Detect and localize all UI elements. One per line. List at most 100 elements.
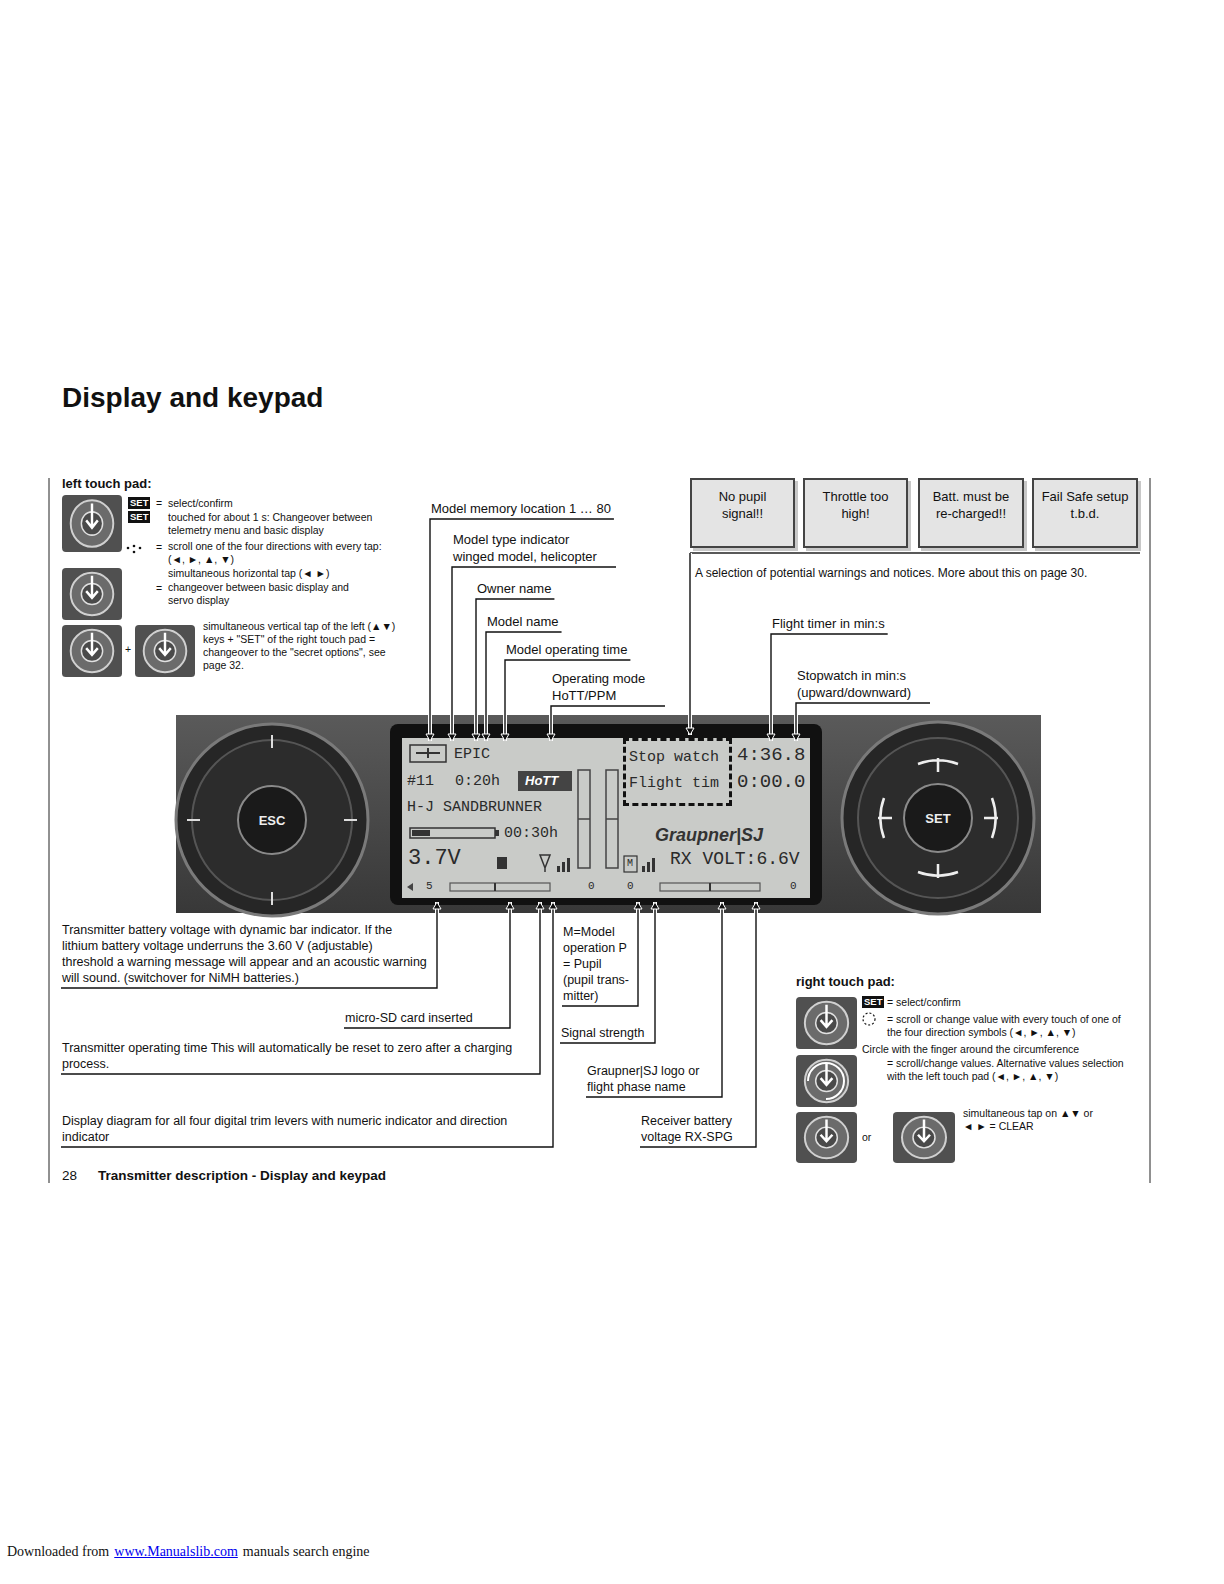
callout-text: Model operating time (506, 641, 627, 658)
lcd-graphics (416, 748, 440, 758)
callout-text: A selection of potential warnings and no… (695, 565, 1087, 581)
leader-halo (61, 902, 437, 988)
lcd-graphics (606, 770, 618, 868)
timer-highlight-box: Stop watchFlight tim (623, 738, 732, 806)
leader-halo (688, 553, 692, 735)
touch-pad-icon (62, 495, 122, 552)
lcd-graphics (494, 883, 496, 891)
transmitter-panel (192, 740, 352, 900)
transmitter-panel (842, 722, 1034, 914)
callout-text: Stopwatch in min:s (upward/downward) (797, 667, 927, 701)
equals-sign: = (156, 541, 162, 554)
node-text: Flight tim (629, 771, 729, 797)
lcd-graphics (567, 858, 570, 872)
leader-line (796, 703, 930, 741)
lcd-graphics (624, 856, 637, 872)
lcd-graphics (495, 830, 499, 836)
transmitter-panel (271, 735, 273, 748)
hott-logo: HoTT (525, 772, 558, 790)
watermark-link: www.Manualslib.com (114, 1543, 238, 1560)
watermark: manuals search engine (243, 1543, 370, 1560)
transmitter-panel (344, 819, 357, 821)
callout-text: Graupner|SJ logo or flight phase name (587, 1063, 717, 1095)
set-badge: SET (128, 511, 150, 523)
touch-pad-icon (62, 625, 122, 677)
lcd-text: RX VOLT:6.6V (670, 848, 800, 870)
warning-box: Throttle too high! (803, 478, 908, 548)
callout-text: Flight timer in min:s (772, 615, 885, 632)
instruction-text: or (862, 1131, 871, 1144)
leader-arrowhead (426, 734, 434, 741)
leader-line (689, 553, 690, 735)
leader-halo (61, 902, 540, 1074)
lcd-graphics (652, 858, 655, 872)
footer-text: Transmitter description - Display and ke… (98, 1168, 386, 1184)
direction-symbol (139, 547, 142, 550)
transmitter-panel (187, 819, 200, 821)
leader-arrowhead (482, 734, 490, 741)
leader-line (61, 902, 544, 1074)
leader-arrowhead (767, 734, 775, 741)
lcd-graphics (410, 745, 446, 762)
lcd-graphics (562, 862, 565, 872)
transmitter-panel (390, 724, 822, 905)
watermark: Downloaded from (7, 1543, 109, 1560)
lcd-graphics (647, 862, 650, 872)
callout-text: micro-SD card inserted (345, 1010, 473, 1026)
leader-halo (640, 902, 756, 1147)
leader-arrowhead (752, 902, 760, 909)
leader-line (562, 902, 642, 1006)
callout-text: Operating mode HoTT/PPM (552, 670, 662, 704)
touch-pad-icon (796, 1112, 857, 1163)
touch-pad-icon (796, 1055, 857, 1107)
lcd-graphics (578, 770, 590, 868)
leader-arrowhead (433, 902, 441, 909)
callout-text: Transmitter operating time This will aut… (62, 1040, 532, 1072)
leader-arrowhead (547, 734, 555, 741)
leader-arrowhead (506, 902, 514, 909)
leader-line (562, 902, 638, 1006)
instruction-text: simultaneous vertical tap of the left (▲… (203, 620, 403, 672)
node-text: Batt. must be re-charged!! (926, 488, 1016, 522)
page-frame (49, 478, 50, 1183)
touch-pad-icon (62, 495, 955, 1163)
warning-box: Fail Safe setup t.b.d. (1032, 478, 1138, 548)
warning-box: No pupil signal!! (690, 478, 795, 548)
warning-box: Batt. must be re-charged!! (918, 478, 1024, 548)
leader-line (61, 902, 540, 1074)
lcd-text: 4:36.8 (737, 743, 805, 767)
node-text: SET (925, 811, 950, 826)
set-badge: SET (862, 996, 884, 1008)
lcd-graphics (412, 830, 430, 836)
node-text: Fail Safe setup t.b.d. (1040, 488, 1130, 522)
lcd-graphics (709, 883, 711, 891)
transmitter-panel (176, 715, 1041, 916)
instruction-text: select/confirm (168, 497, 233, 510)
transmitter-panel (176, 724, 368, 916)
lcd-text: #11 (407, 773, 434, 790)
callout-text: Model memory location 1 … 80 (431, 500, 611, 517)
leader-arrowhead (718, 902, 726, 909)
leader-halo (562, 902, 638, 1006)
leader-halo (61, 902, 553, 1147)
leader-arrowhead (634, 902, 642, 909)
leader-arrowhead (792, 734, 800, 741)
lcd-graphics (407, 745, 760, 891)
leader-line (792, 703, 930, 741)
lcd-graphics (518, 771, 572, 791)
leader-line (560, 902, 655, 1043)
transmitter-panel (402, 738, 810, 898)
touch-pad-icon (135, 625, 195, 677)
leader-line (547, 706, 665, 741)
lcd-graphics (578, 818, 590, 820)
leader-line (61, 902, 441, 988)
lcd-graphics (407, 883, 413, 891)
page-frame (690, 552, 1140, 554)
lcd-graphics (606, 818, 618, 820)
leader-arrowhead (472, 734, 480, 741)
lcd-graphics (642, 866, 645, 872)
leader-arrowhead (536, 902, 544, 909)
leader-halo (560, 902, 655, 1043)
